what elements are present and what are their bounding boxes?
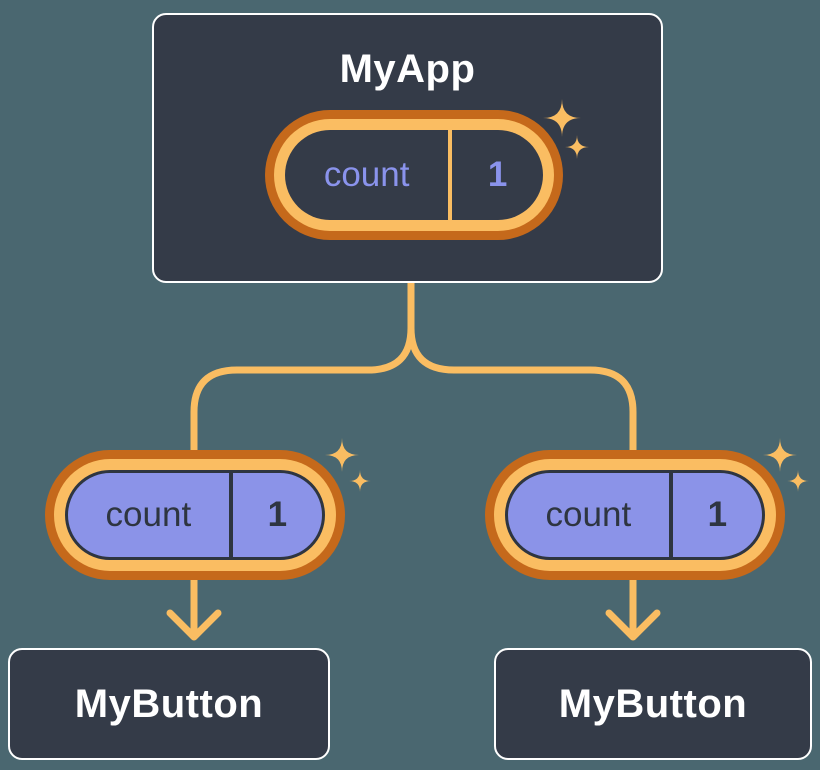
state-value: 1 xyxy=(267,495,288,534)
sparkle-icon xyxy=(763,438,797,472)
component-card-left-child: MyButton xyxy=(8,648,330,760)
sparkle-icon xyxy=(325,438,359,472)
pill-divider xyxy=(448,130,453,220)
component-card-right-child: MyButton xyxy=(494,648,812,760)
state-name: count xyxy=(545,495,632,534)
state-name: count xyxy=(105,495,192,534)
state-name: count xyxy=(323,155,410,194)
state-pill-ring: count 1 xyxy=(494,459,776,571)
sparkle-icon xyxy=(787,470,809,492)
pill-divider xyxy=(668,473,673,557)
component-title: MyButton xyxy=(558,681,748,726)
state-pill-body: count 1 xyxy=(65,470,325,560)
state-pill-ring: count 1 xyxy=(54,459,336,571)
state-pill-right-child: count 1 xyxy=(485,450,785,580)
state-pill-ring: count 1 xyxy=(274,119,554,231)
component-title: MyButton xyxy=(74,681,264,726)
state-pill-body: count 1 xyxy=(285,130,543,220)
state-pill-root: count 1 xyxy=(265,110,563,240)
sparkle-icon xyxy=(349,470,371,492)
state-pill-body: count 1 xyxy=(505,470,765,560)
state-value: 1 xyxy=(707,495,728,534)
component-title: MyApp xyxy=(339,47,476,91)
state-pill-left-child: count 1 xyxy=(45,450,345,580)
state-value: 1 xyxy=(487,155,508,194)
